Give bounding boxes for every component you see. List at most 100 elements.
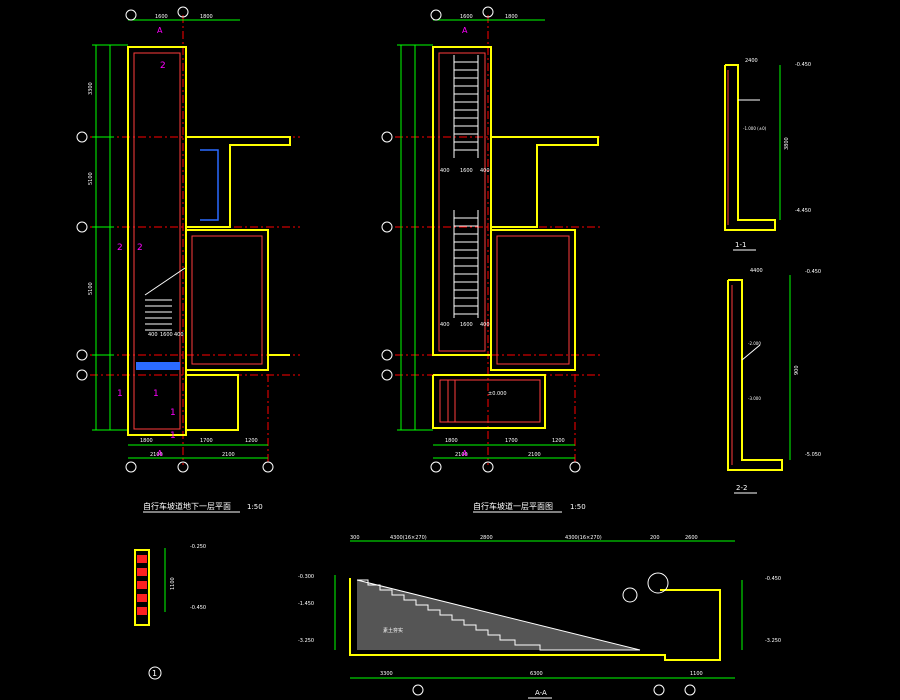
left-section-mark-2-b: 2 (137, 243, 143, 253)
detail-1: -0.250 -0.450 1100 1 (134, 544, 206, 680)
aa-level-left-1: -0.300 (298, 574, 314, 580)
left-plan-walls (127, 46, 291, 436)
right-plan-axis-bubbles (381, 6, 581, 473)
left-bottom-dim-4: 2100 (150, 452, 163, 458)
section-2-2-dim-1: 4400 (750, 268, 763, 274)
left-side-dim-1: 3300 (88, 82, 94, 95)
right-inner-dim-6: 400 (480, 322, 490, 328)
section-1-1-level-top: -0.450 (795, 62, 811, 68)
detail-1-wall (134, 549, 150, 626)
right-plan-stair-bottom (453, 210, 479, 318)
section-1-1: -0.450 -4.450 2400 3800 -1.000 (±0) 1-1 (724, 58, 811, 251)
left-plan-scale: 1:50 (247, 503, 263, 511)
left-top-dim-1: 1600 (155, 14, 168, 20)
left-side-dim-3: 5100 (88, 282, 94, 295)
detail-1-dim: 1100 (170, 577, 176, 590)
aa-bottom-dim-2: 6300 (530, 671, 543, 677)
left-plan-blue-ramp (200, 149, 219, 221)
detail-1-level-top: -0.250 (190, 544, 206, 550)
section-1-1-wall (724, 64, 776, 231)
section-2-2-note-1: -2.000 (748, 341, 761, 346)
section-a-a: 300 4300(16×270) 2800 4300(16×270) 200 2… (298, 535, 781, 699)
left-section-mark-1-d: 1 (170, 431, 176, 441)
aa-axis-bubbles (412, 684, 696, 696)
left-plan-dimension-lines (92, 19, 268, 459)
right-plan-pit (439, 379, 541, 423)
aa-detail-bubble-2 (622, 587, 638, 603)
aa-outline (349, 578, 721, 661)
aa-top-dim-5: 200 (650, 535, 660, 541)
left-section-mark-1-b: 1 (153, 389, 159, 399)
left-plan: 1600 1800 1800 1700 1200 2100 2100 400 1… (76, 6, 300, 513)
detail-1-bubble (148, 666, 162, 680)
right-plan-stair-top (453, 55, 479, 158)
aa-bottom-dim-3: 1100 (690, 671, 703, 677)
left-inner-dim-1: 400 (148, 332, 158, 338)
right-plan-scale: 1:50 (570, 503, 586, 511)
left-plan-axis-bubbles (76, 6, 274, 473)
left-plan-stair (144, 267, 186, 331)
section-2-2-dim-2: 900 (794, 365, 800, 375)
left-plan-title: 自行车坡道地下一层平面 (143, 501, 231, 511)
left-section-mark-1-c: 1 (170, 408, 176, 418)
right-inner-dim-2: 1600 (460, 168, 473, 174)
detail-1-level-bottom: -0.450 (190, 605, 206, 611)
left-bottom-dim-3: 1200 (245, 438, 258, 444)
right-top-dim-1: 1600 (460, 14, 473, 20)
left-section-mark-a-bottom: A (157, 449, 163, 458)
left-side-dim-2: 5100 (88, 172, 94, 185)
right-bottom-dim-5: 2100 (528, 452, 541, 458)
left-bottom-dim-5: 2100 (222, 452, 235, 458)
right-plan-dimension-lines (397, 19, 575, 459)
right-bottom-dim-1: 1800 (445, 438, 458, 444)
right-inner-dim-4: 400 (440, 322, 450, 328)
left-inner-dim-3: 400 (174, 332, 184, 338)
aa-top-dim-1: 300 (350, 535, 360, 541)
aa-level-left-3: -3.250 (298, 638, 314, 644)
aa-top-dim-6: 2600 (685, 535, 698, 541)
section-2-2-level-bottom: -5.050 (805, 452, 821, 458)
right-bottom-dim-2: 1700 (505, 438, 518, 444)
right-inner-dim-1: 400 (440, 168, 450, 174)
aa-level-right-1: -0.450 (765, 576, 781, 582)
section-1-1-dim-1: 2400 (745, 58, 758, 64)
section-2-2-leader (741, 344, 761, 361)
left-bottom-dim-2: 1700 (200, 438, 213, 444)
right-bottom-dim-3: 1200 (552, 438, 565, 444)
right-level-note: ±0.000 (488, 391, 507, 397)
right-section-mark-a-top: A (462, 26, 468, 35)
aa-label: A-A (535, 689, 547, 697)
aa-top-dim-2: 4300(16×270) (390, 535, 427, 541)
right-inner-dim-3: 400 (480, 168, 490, 174)
left-plan-blue-pit (136, 362, 180, 370)
left-section-mark-1-a: 1 (117, 389, 123, 399)
section-2-2: -0.450 -5.050 4400 900 -2.000 -3.000 2-2 (727, 268, 821, 494)
section-2-2-note-2: -3.000 (748, 396, 761, 401)
left-inner-dim-2: 1600 (160, 332, 173, 338)
section-2-2-label: 2-2 (736, 484, 747, 492)
section-1-1-level-bottom: -4.450 (795, 208, 811, 214)
detail-1-label: 1 (152, 669, 157, 678)
right-section-mark-a-bottom: A (462, 449, 468, 458)
section-1-1-note: -1.000 (±0) (743, 126, 767, 131)
aa-top-dim-4: 4300(16×270) (565, 535, 602, 541)
section-2-2-level-top: -0.450 (805, 269, 821, 275)
right-plan: 1600 1800 1800 1700 1200 2100 2100 400 1… (381, 6, 600, 513)
left-section-mark-2-top: 2 (160, 61, 166, 71)
section-1-1-dim-2: 3800 (784, 137, 790, 150)
aa-stair-profile (357, 579, 640, 651)
aa-detail-bubble (647, 572, 669, 594)
section-2-2-wall (727, 279, 783, 471)
left-section-mark-2-a: 2 (117, 243, 123, 253)
left-section-mark-a-top: A (157, 26, 163, 35)
right-bottom-dim-4: 2100 (455, 452, 468, 458)
right-inner-dim-5: 1600 (460, 322, 473, 328)
right-plan-title: 自行车坡道一层平面图 (473, 501, 553, 511)
section-1-1-label: 1-1 (735, 241, 746, 249)
detail-1-rebar (137, 555, 147, 615)
aa-level-right-2: -3.250 (765, 638, 781, 644)
left-bottom-dim-1: 1800 (140, 438, 153, 444)
left-top-dim-2: 1800 (200, 14, 213, 20)
aa-bottom-dim-1: 3300 (380, 671, 393, 677)
